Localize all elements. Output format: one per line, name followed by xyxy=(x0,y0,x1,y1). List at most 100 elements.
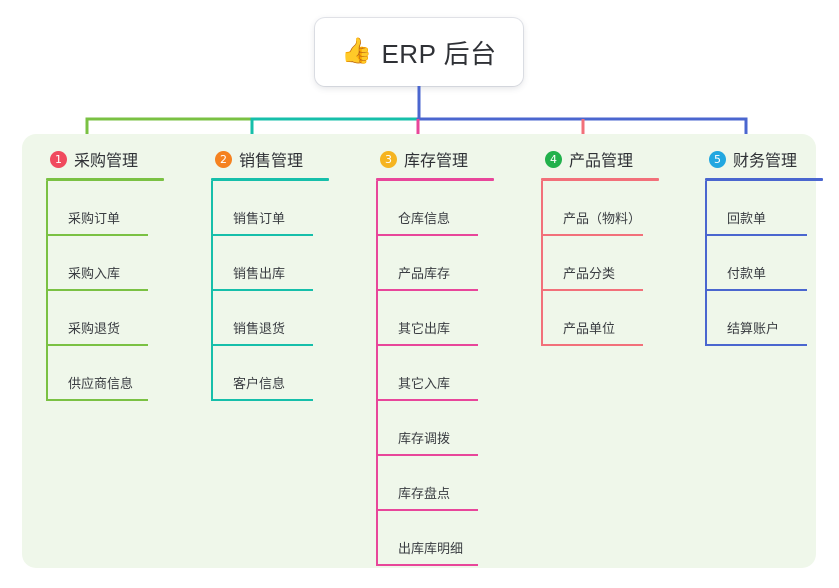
submodule-label: 客户信息 xyxy=(233,376,286,391)
module-title: 销售管理 xyxy=(239,153,304,170)
submodule-list: 仓库信息产品库存其它出库其它入库库存调拨库存盘点出库库明细 xyxy=(376,181,529,566)
module-header-rule xyxy=(376,178,494,181)
submodule-item[interactable]: 供应商信息 xyxy=(46,346,199,401)
module-header-4[interactable]: 4 产品管理 xyxy=(529,146,694,172)
module-column-4: 4 产品管理产品（物料） 产品分类产品单位 xyxy=(529,146,694,346)
submodule-label: 供应商信息 xyxy=(68,376,134,391)
submodule-label: 其它入库 xyxy=(398,376,451,391)
module-header-rule xyxy=(541,178,659,181)
submodule-item[interactable]: 产品分类 xyxy=(541,236,694,291)
submodule-list: 采购订单采购入库采购退货供应商信息 xyxy=(46,181,199,401)
submodule-rule xyxy=(46,234,148,236)
module-header-5[interactable]: 5 财务管理 xyxy=(693,146,839,172)
root-node-erp-backend[interactable]: 👍 ERP 后台 xyxy=(315,18,523,86)
submodule-spine xyxy=(46,181,48,401)
submodule-label: 产品库存 xyxy=(398,266,451,281)
submodule-item[interactable]: 采购入库 xyxy=(46,236,199,291)
submodule-label: 出库库明细 xyxy=(398,541,464,556)
submodule-item[interactable]: 库存盘点 xyxy=(376,456,529,511)
submodule-item[interactable]: 库存调拨 xyxy=(376,401,529,456)
root-node-title: ERP 后台 xyxy=(381,38,497,69)
submodule-label: 其它出库 xyxy=(398,321,451,336)
submodule-list: 销售订单销售出库销售退货客户信息 xyxy=(211,181,364,401)
submodule-spine xyxy=(211,181,213,401)
submodule-label: 仓库信息 xyxy=(398,211,451,226)
submodule-rule xyxy=(705,344,807,346)
submodule-item[interactable]: 付款单 xyxy=(705,236,839,291)
submodule-label: 采购订单 xyxy=(68,211,121,226)
thumbs-up-icon: 👍 xyxy=(341,36,373,65)
modules-panel xyxy=(22,134,816,568)
module-header-rule xyxy=(211,178,329,181)
submodule-item[interactable]: 其它入库 xyxy=(376,346,529,401)
submodule-rule xyxy=(46,399,148,401)
module-title: 采购管理 xyxy=(74,153,139,170)
submodule-list: 回款单付款单结算账户 xyxy=(705,181,839,346)
submodule-rule xyxy=(211,399,313,401)
submodule-rule xyxy=(705,234,807,236)
submodule-label: 销售出库 xyxy=(233,266,286,281)
submodule-label: 回款单 xyxy=(727,211,767,226)
submodule-item[interactable]: 结算账户 xyxy=(705,291,839,346)
submodule-rule xyxy=(376,344,478,346)
submodule-rule xyxy=(376,289,478,291)
submodule-label: 产品分类 xyxy=(563,266,616,281)
module-title: 产品管理 xyxy=(569,153,634,170)
submodule-item[interactable]: 其它出库 xyxy=(376,291,529,346)
submodule-item[interactable]: 销售出库 xyxy=(211,236,364,291)
submodule-rule xyxy=(376,454,478,456)
module-column-5: 5 财务管理回款单付款单结算账户 xyxy=(693,146,839,346)
submodule-item[interactable]: 产品单位 xyxy=(541,291,694,346)
submodule-label: 库存调拨 xyxy=(398,431,451,446)
module-title: 财务管理 xyxy=(733,153,798,170)
module-column-2: 2 销售管理销售订单销售出库销售退货客户信息 xyxy=(199,146,364,401)
module-index-badge: 3 xyxy=(380,150,397,168)
submodule-label: 结算账户 xyxy=(727,321,780,336)
module-header-rule xyxy=(705,178,823,181)
submodule-label: 库存盘点 xyxy=(398,486,451,501)
submodule-spine xyxy=(541,181,543,346)
submodule-spine xyxy=(376,181,378,566)
submodule-item[interactable]: 产品（物料） xyxy=(541,181,694,236)
submodule-label: 产品（物料） xyxy=(563,211,642,226)
submodule-list: 产品（物料） 产品分类产品单位 xyxy=(541,181,694,346)
module-index-badge: 5 xyxy=(709,150,726,168)
submodule-rule xyxy=(541,344,643,346)
submodule-rule xyxy=(541,234,643,236)
submodule-label: 采购入库 xyxy=(68,266,121,281)
module-index-badge: 2 xyxy=(215,150,232,168)
module-header-2[interactable]: 2 销售管理 xyxy=(199,146,364,172)
submodule-rule xyxy=(211,344,313,346)
submodule-item[interactable]: 销售订单 xyxy=(211,181,364,236)
submodule-rule xyxy=(211,234,313,236)
module-index-badge: 1 xyxy=(50,150,67,168)
submodule-rule xyxy=(705,289,807,291)
module-title: 库存管理 xyxy=(404,153,469,170)
submodule-spine xyxy=(705,181,707,346)
submodule-item[interactable]: 出库库明细 xyxy=(376,511,529,566)
module-header-3[interactable]: 3 库存管理 xyxy=(364,146,529,172)
submodule-item[interactable]: 产品库存 xyxy=(376,236,529,291)
submodule-item[interactable]: 采购订单 xyxy=(46,181,199,236)
module-header-1[interactable]: 1 采购管理 xyxy=(34,146,199,172)
submodule-rule xyxy=(46,289,148,291)
submodule-item[interactable]: 客户信息 xyxy=(211,346,364,401)
submodule-label: 销售退货 xyxy=(233,321,286,336)
submodule-rule xyxy=(541,289,643,291)
submodule-item[interactable]: 采购退货 xyxy=(46,291,199,346)
submodule-item[interactable]: 仓库信息 xyxy=(376,181,529,236)
module-column-3: 3 库存管理仓库信息产品库存其它出库其它入库库存调拨库存盘点出库库明细 xyxy=(364,146,529,566)
submodule-rule xyxy=(211,289,313,291)
submodule-label: 产品单位 xyxy=(563,321,616,336)
submodule-item[interactable]: 销售退货 xyxy=(211,291,364,346)
submodule-rule xyxy=(376,399,478,401)
submodule-rule xyxy=(376,234,478,236)
submodule-rule xyxy=(46,344,148,346)
module-index-badge: 4 xyxy=(545,150,562,168)
submodule-label: 付款单 xyxy=(727,266,767,281)
module-column-1: 1 采购管理采购订单采购入库采购退货供应商信息 xyxy=(34,146,199,401)
submodule-label: 销售订单 xyxy=(233,211,286,226)
submodule-item[interactable]: 回款单 xyxy=(705,181,839,236)
module-header-rule xyxy=(46,178,164,181)
